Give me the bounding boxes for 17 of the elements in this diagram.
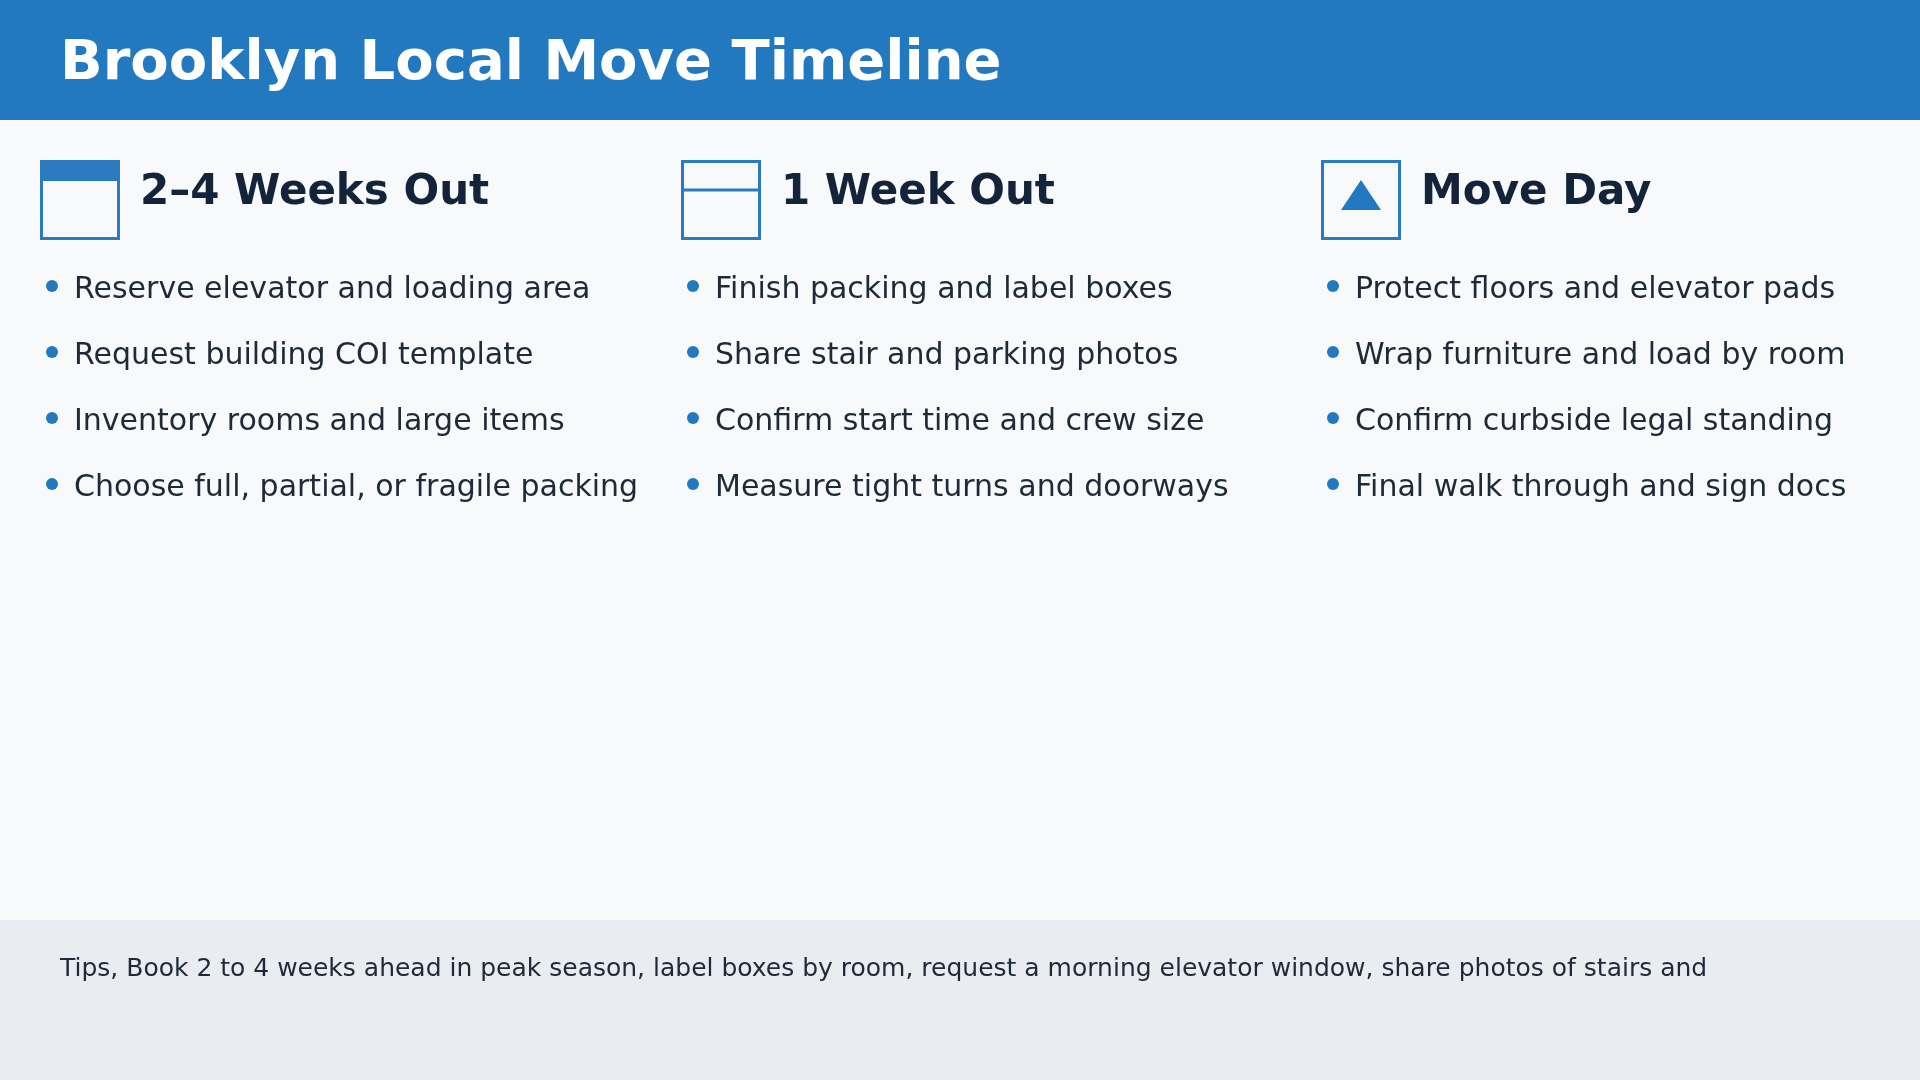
checklist-item: Share stair and parking photos [715, 336, 1179, 372]
column-heading: 2–4 Weeks Out [140, 165, 490, 215]
checklist-item: Wrap furniture and load by room [1355, 336, 1846, 372]
checklist-item: Protect floors and elevator pads [1355, 270, 1836, 306]
column-heading: 1 Week Out [781, 165, 1055, 215]
checklist-item: Inventory rooms and large items [74, 402, 565, 438]
checklist-item: Final walk through and sign docs [1355, 468, 1847, 504]
checklist-item: Finish packing and label boxes [715, 270, 1173, 306]
checklist-item: Confirm start time and crew size [715, 402, 1205, 438]
checklist-item: Request building COI template [74, 336, 534, 372]
column-heading: Move Day [1421, 165, 1652, 215]
checklist-item: Reserve elevator and loading area [74, 270, 591, 306]
checklist-item: Confirm curbside legal standing [1355, 402, 1833, 438]
page-title: Brooklyn Local Move Timeline [60, 29, 1002, 91]
checklist-item: Choose full, partial, or fragile packing [74, 468, 639, 504]
tips-note: Tips, Book 2 to 4 weeks ahead in peak season, label boxes by room, request a morning elevator window, share photos of stairs and [60, 952, 1708, 984]
checklist-item: Measure tight turns and doorways [715, 468, 1229, 504]
